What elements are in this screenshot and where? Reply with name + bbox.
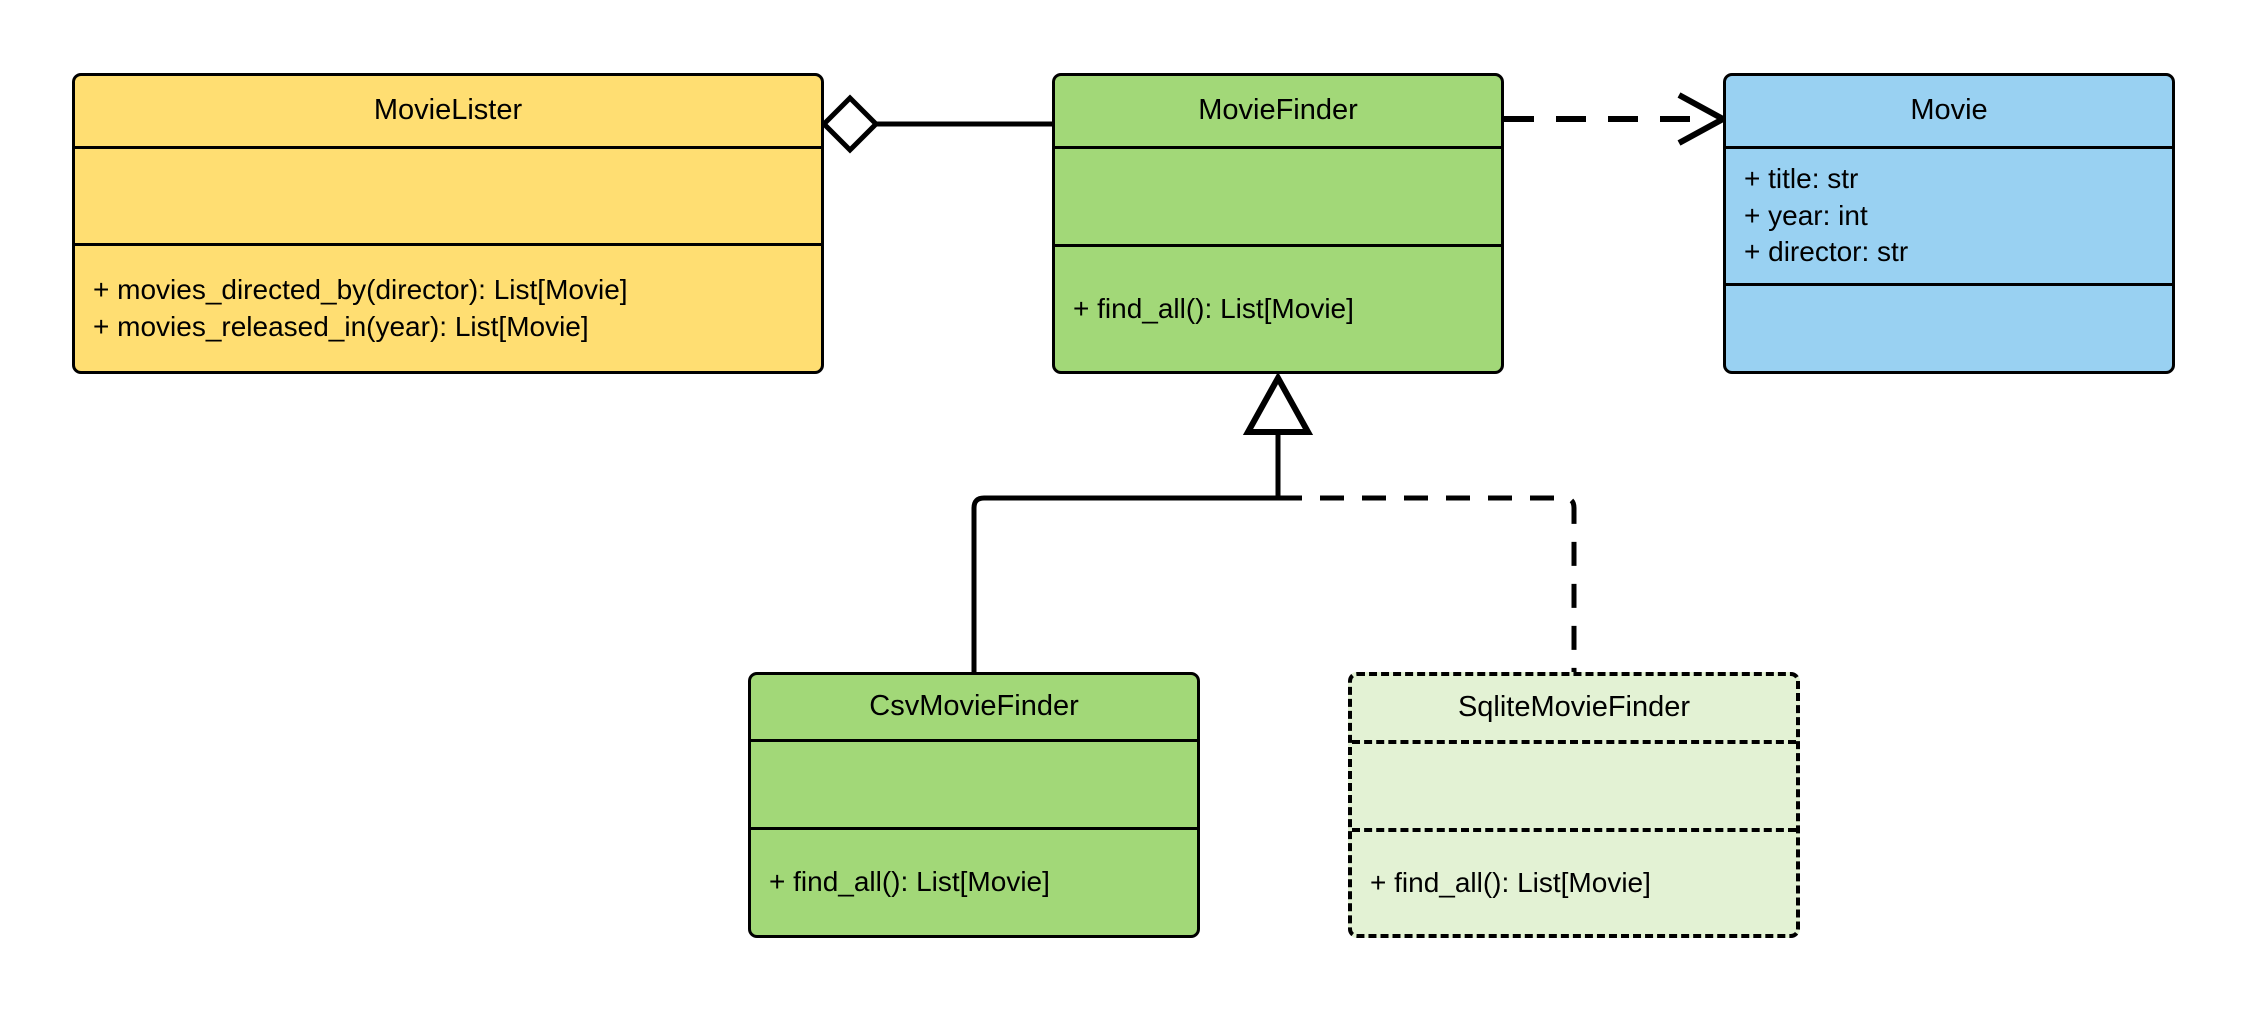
hollow-triangle-icon [1242, 371, 1314, 435]
class-name-compartment: MovieFinder [1055, 76, 1501, 146]
class-attribute: + title: str [1744, 162, 1859, 194]
class-name-label: MovieLister [373, 94, 523, 127]
hollow-diamond-icon [820, 94, 880, 154]
class-operations-compartment: + find_all(): List[Movie] [751, 827, 1197, 935]
class-operations-compartment: + find_all(): List[Movie] [1055, 244, 1501, 371]
class-name-compartment: Movie [1726, 76, 2172, 146]
relationship-aggregation-movielister-moviefinder[interactable] [820, 94, 1052, 154]
relationship-generalization-sqlitemoviefinder[interactable] [1278, 495, 1577, 672]
generalization-line-csv [971, 495, 1278, 672]
uml-class-csvmoviefinder[interactable]: CsvMovieFinder + find_all(): List[Movie] [748, 672, 1200, 938]
class-name-label: CsvMovieFinder [869, 690, 1079, 723]
class-operations-compartment [1726, 283, 2172, 371]
class-name-label: Movie [1910, 94, 1988, 127]
class-operation: + movies_directed_by(director): List[Mov… [93, 273, 628, 305]
relationship-generalization-csvmoviefinder[interactable] [971, 495, 1278, 672]
class-operations-compartment: + find_all(): List[Movie] [1352, 828, 1796, 934]
class-attribute: + year: int [1744, 199, 1868, 231]
class-operation: + find_all(): List[Movie] [769, 866, 1050, 898]
class-attributes-compartment [75, 146, 821, 243]
class-operation: + movies_released_in(year): List[Movie] [93, 310, 589, 342]
generalization-line-sqlite [1278, 495, 1577, 672]
generalization-shared-head [1242, 371, 1314, 498]
class-name-compartment: CsvMovieFinder [751, 675, 1197, 739]
class-operation: + find_all(): List[Movie] [1370, 866, 1651, 898]
class-attributes-compartment [1352, 740, 1796, 828]
uml-class-moviefinder[interactable]: MovieFinder + find_all(): List[Movie] [1052, 73, 1504, 374]
class-name-label: MovieFinder [1198, 94, 1358, 127]
class-operations-compartment: + movies_directed_by(director): List[Mov… [75, 243, 821, 371]
class-name-compartment: SqliteMovieFinder [1352, 676, 1796, 740]
class-attributes-compartment: + title: str + year: int + director: str [1726, 146, 2172, 283]
class-attributes-compartment [1055, 146, 1501, 244]
relationship-dependency-moviefinder-movie[interactable] [1504, 92, 1730, 146]
class-name-compartment: MovieLister [75, 76, 821, 146]
class-name-label: SqliteMovieFinder [1457, 691, 1691, 724]
open-arrow-icon [1677, 92, 1730, 146]
class-attributes-compartment [751, 739, 1197, 827]
class-attribute: + director: str [1744, 236, 1909, 268]
uml-class-movielister[interactable]: MovieLister + movies_directed_by(directo… [72, 73, 824, 374]
uml-class-movie[interactable]: Movie + title: str + year: int + directo… [1723, 73, 2175, 374]
uml-class-sqlitemoviefinder[interactable]: SqliteMovieFinder + find_all(): List[Mov… [1348, 672, 1800, 938]
class-operation: + find_all(): List[Movie] [1073, 292, 1354, 324]
